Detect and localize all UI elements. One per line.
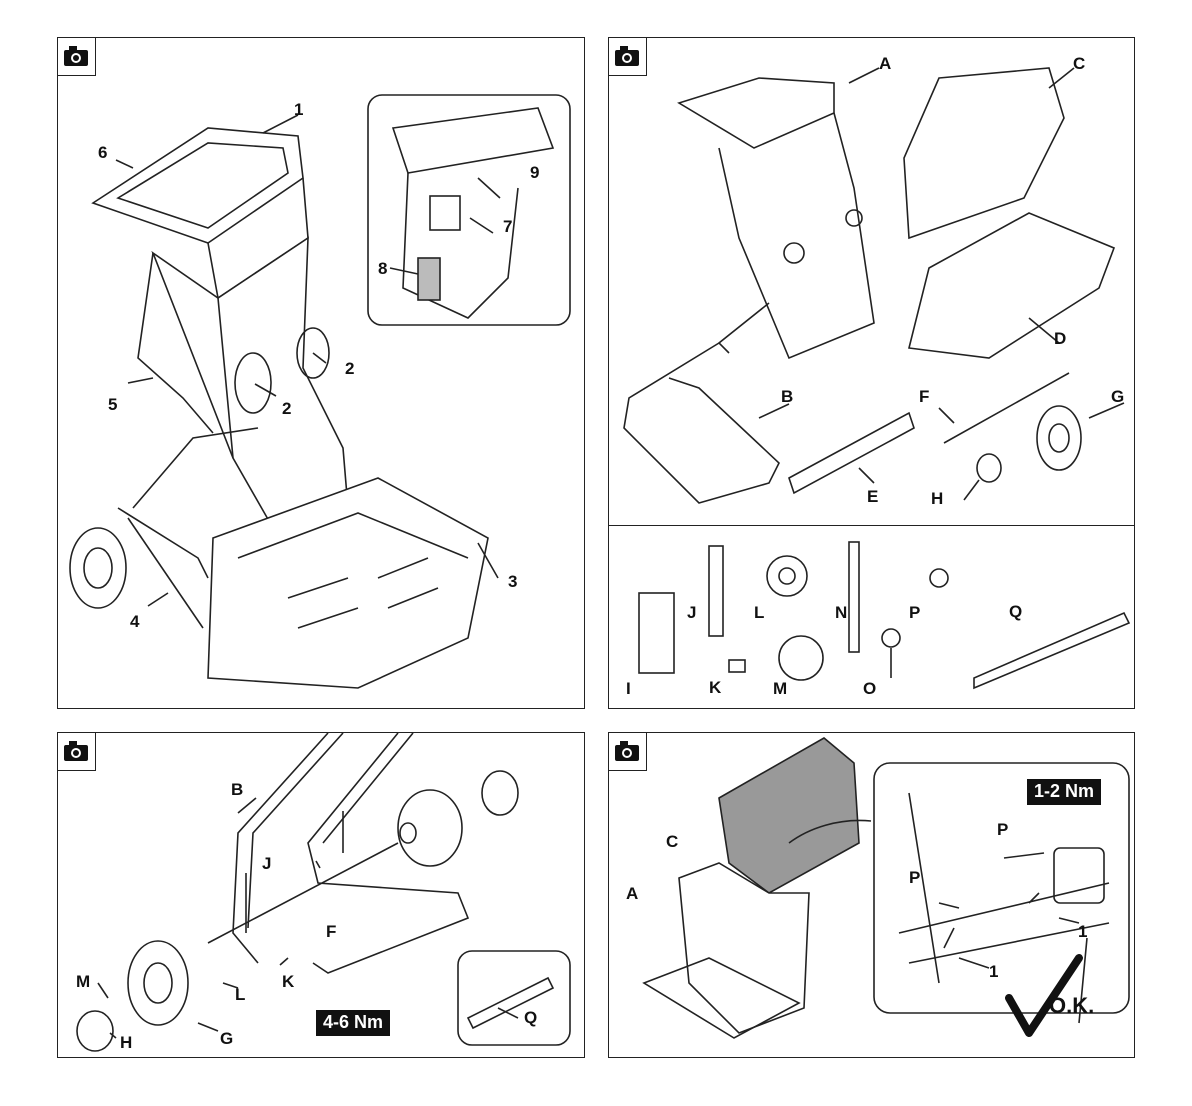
label-J: J bbox=[262, 855, 271, 872]
panel-chute-assembly: C A P P 1 1 1-2 Nm O.K. bbox=[608, 732, 1135, 1058]
part-A: A bbox=[879, 55, 891, 72]
part-G: G bbox=[1111, 388, 1124, 405]
part-C: C bbox=[1073, 55, 1085, 72]
callout-4: 4 bbox=[130, 613, 139, 630]
callout-7: 7 bbox=[503, 218, 512, 235]
torque-badge: 1-2 Nm bbox=[1027, 779, 1101, 805]
label-G: G bbox=[220, 1030, 233, 1047]
label-Q: Q bbox=[524, 1009, 537, 1026]
callout-6: 6 bbox=[98, 144, 107, 161]
part-M: M bbox=[773, 680, 787, 697]
part-N: N bbox=[835, 604, 847, 621]
part-J: J bbox=[687, 604, 696, 621]
label-P-lower: P bbox=[909, 869, 920, 886]
label-A: A bbox=[626, 885, 638, 902]
part-I: I bbox=[626, 680, 631, 697]
callout-2-right: 2 bbox=[345, 360, 354, 377]
part-L: L bbox=[754, 604, 764, 621]
label-L: L bbox=[235, 986, 245, 1003]
part-F: F bbox=[919, 388, 929, 405]
callout-5: 5 bbox=[108, 396, 117, 413]
label-M: M bbox=[76, 973, 90, 990]
label-K: K bbox=[282, 973, 294, 990]
shredder-illustration bbox=[58, 38, 586, 710]
part-P: P bbox=[909, 604, 920, 621]
torque-badge: 4-6 Nm bbox=[316, 1010, 390, 1036]
label-P-upper: P bbox=[997, 821, 1008, 838]
part-D: D bbox=[1054, 330, 1066, 347]
part-Q: Q bbox=[1009, 603, 1022, 620]
callout-3: 3 bbox=[508, 573, 517, 590]
label-H: H bbox=[120, 1034, 132, 1051]
part-B: B bbox=[781, 388, 793, 405]
label-B: B bbox=[231, 781, 243, 798]
ok-label: O.K. bbox=[1049, 995, 1094, 1017]
panel-parts-overview: A C D B F G E H J L N P Q I K M O bbox=[608, 37, 1135, 709]
part-K: K bbox=[709, 679, 721, 696]
callout-1: 1 bbox=[294, 101, 303, 118]
part-H: H bbox=[931, 490, 943, 507]
label-1-lower: 1 bbox=[989, 963, 998, 980]
part-E: E bbox=[867, 488, 878, 505]
label-F: F bbox=[326, 923, 336, 940]
label-1-right: 1 bbox=[1078, 923, 1087, 940]
callout-8: 8 bbox=[378, 260, 387, 277]
label-C: C bbox=[666, 833, 678, 850]
callout-2-left: 2 bbox=[282, 400, 291, 417]
part-O: O bbox=[863, 680, 876, 697]
callout-9: 9 bbox=[530, 164, 539, 181]
panel-shredder-overview: 1 6 2 2 5 4 3 9 7 8 bbox=[57, 37, 585, 709]
panel-frame-assembly: B J F K L M G H Q 4-6 Nm bbox=[57, 732, 585, 1058]
